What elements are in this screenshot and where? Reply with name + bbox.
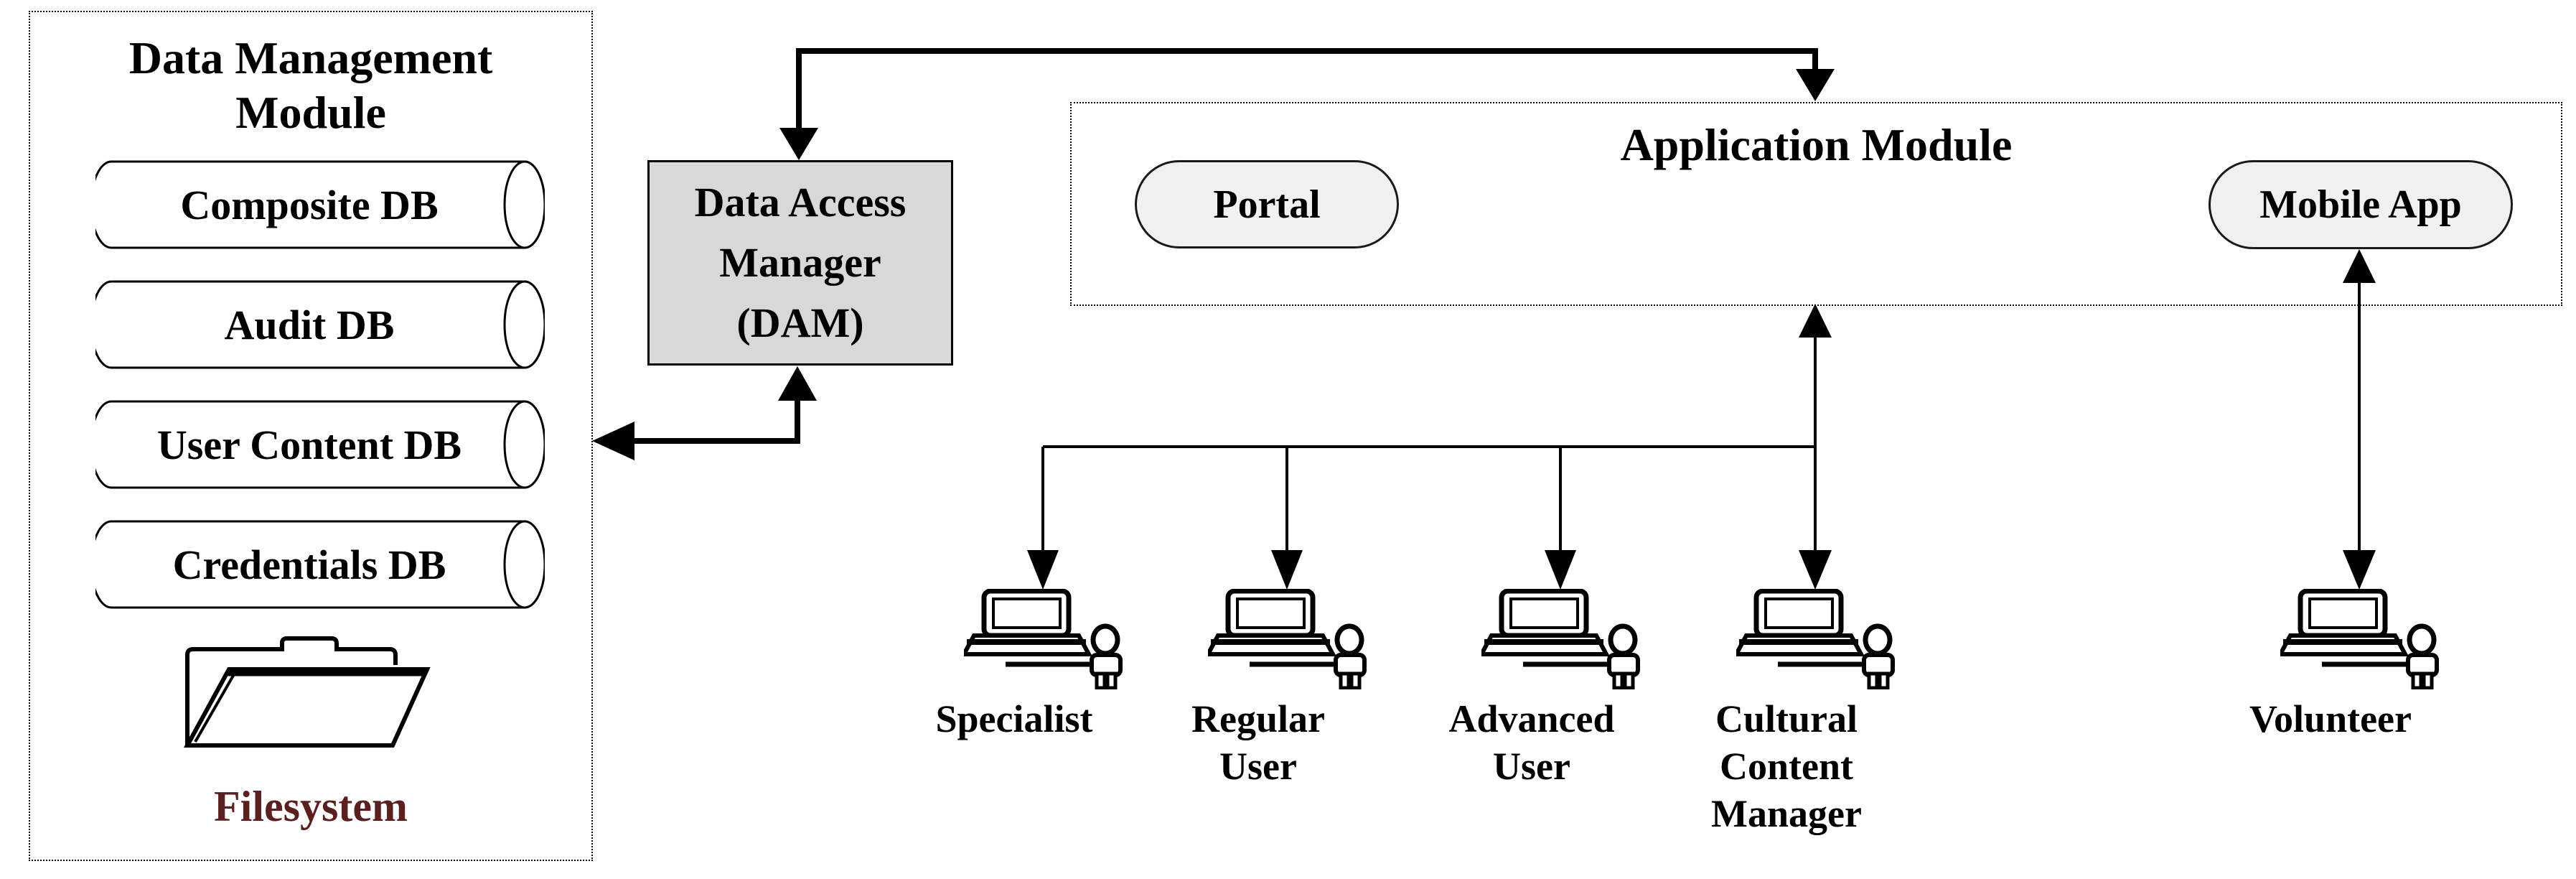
workstation-user-icon [1208,589,1373,689]
arrowhead-into-dam-bottom [778,366,817,401]
user-cultural-content-manager: Cultural Content Manager [1643,589,1930,862]
db-label: Composite DB [180,181,439,228]
mobile-app-component: Mobile App [2209,160,2513,249]
arrowhead-into-mobile-app [2343,249,2376,283]
workstation-user-icon [964,589,1129,689]
user-content-db-cylinder: User Content DB [95,399,545,490]
database-cylinder-icon [95,400,545,489]
workstation-user-icon [2280,589,2445,689]
user-advanced: Advanced User [1388,589,1675,862]
user-label: Advanced User [1448,697,1615,788]
dam-line: Manager [719,239,881,286]
application-module-box: Application Module Portal Mobile App [1070,102,2562,306]
filesystem-label: Filesystem [214,783,408,830]
arrowhead-to-specialist [1027,550,1059,590]
arrowhead-into-dam-top [779,128,818,160]
user-volunteer: Volunteer [2187,589,2474,862]
dmm-title: Data Management Module [128,32,493,138]
user-label: Specialist [935,697,1093,740]
composite-db-cylinder: Composite DB [95,159,545,250]
dam-line: Data Access [694,179,907,225]
workstation-user-icon [1481,589,1647,689]
dam-app-connector [633,48,1818,444]
arrowhead-to-advanced-user [1545,550,1576,590]
open-folder-icon [183,636,431,748]
arrowhead-to-regular-user [1271,550,1303,590]
db-label: Audit DB [224,301,395,348]
credentials-db-cylinder: Credentials DB [95,519,545,610]
database-cylinder-icon [95,520,545,609]
application-module-title: Application Module [1620,119,2013,170]
arrowhead-into-app-module-top [1796,69,1835,101]
user-label: Regular User [1191,697,1325,788]
db-label: Credentials DB [172,541,446,588]
workstation-user-icon [1736,589,1901,689]
user-regular: Regular User [1115,589,1402,862]
audit-db-cylinder: Audit DB [95,279,545,370]
data-management-module-box: Data Management Module Composite DB Audi… [29,11,593,861]
arrowhead-to-volunteer [2343,550,2376,590]
db-label: User Content DB [156,421,462,468]
portal-component: Portal [1135,160,1399,248]
database-cylinder-icon [95,160,545,249]
database-cylinder-icon [95,280,545,369]
dam-box: Data Access Manager (DAM) [647,160,953,366]
user-label: Cultural Content Manager [1711,697,1862,835]
user-connector-lines [1041,282,2361,552]
user-label: Volunteer [2249,697,2412,740]
dam-line: (DAM) [736,299,864,346]
user-specialist: Specialist [871,589,1158,862]
arrowhead-into-app-module-bottom [1799,304,1832,338]
arrowhead-into-dmm-right [592,422,634,460]
arrowhead-to-cultural-manager [1799,550,1832,590]
